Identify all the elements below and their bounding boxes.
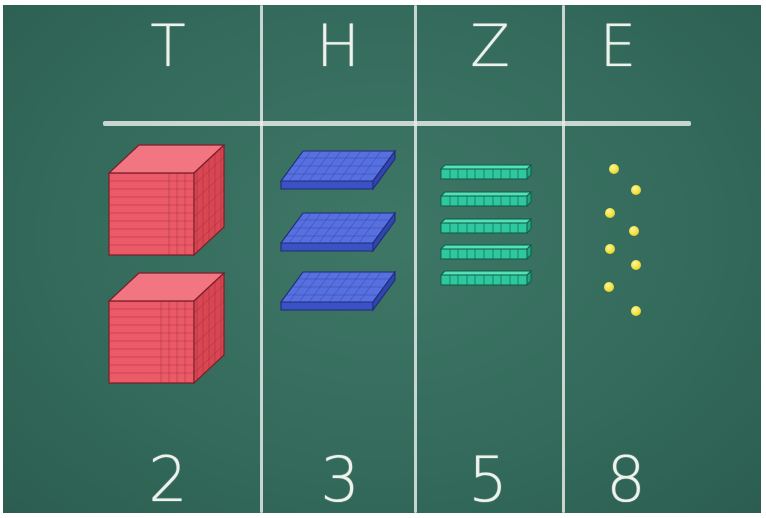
digit-ones: 8 xyxy=(551,445,701,513)
ten-rod-1 xyxy=(441,165,533,181)
chalkboard: T H Z E xyxy=(3,5,761,513)
digit-tens: 5 xyxy=(413,445,563,513)
hundred-plate-1 xyxy=(281,151,397,191)
unit-bead-3 xyxy=(605,208,615,218)
header-thousands: T xyxy=(93,11,243,81)
thousand-cube-2 xyxy=(109,273,229,385)
unit-bead-1 xyxy=(609,164,619,174)
hundred-plate-2 xyxy=(281,213,397,253)
digit-thousands: 2 xyxy=(93,445,243,513)
unit-bead-2 xyxy=(631,185,641,195)
hundred-plate-3 xyxy=(281,272,397,312)
unit-bead-4 xyxy=(629,226,639,236)
ten-rod-2 xyxy=(441,192,533,208)
header-rule-line xyxy=(103,121,691,126)
header-hundreds: H xyxy=(263,11,413,81)
digit-hundreds: 3 xyxy=(265,445,415,513)
unit-bead-7 xyxy=(604,282,614,292)
unit-bead-8 xyxy=(631,306,641,316)
ten-rod-3 xyxy=(441,219,533,235)
unit-bead-5 xyxy=(605,244,615,254)
unit-bead-6 xyxy=(631,260,641,270)
ten-rod-4 xyxy=(441,245,533,261)
column-divider-3 xyxy=(562,5,565,513)
column-divider-2 xyxy=(414,5,417,513)
thousand-cube-1 xyxy=(109,145,229,257)
header-ones: E xyxy=(543,11,693,81)
column-divider-1 xyxy=(260,5,263,513)
ten-rod-5 xyxy=(441,271,533,287)
